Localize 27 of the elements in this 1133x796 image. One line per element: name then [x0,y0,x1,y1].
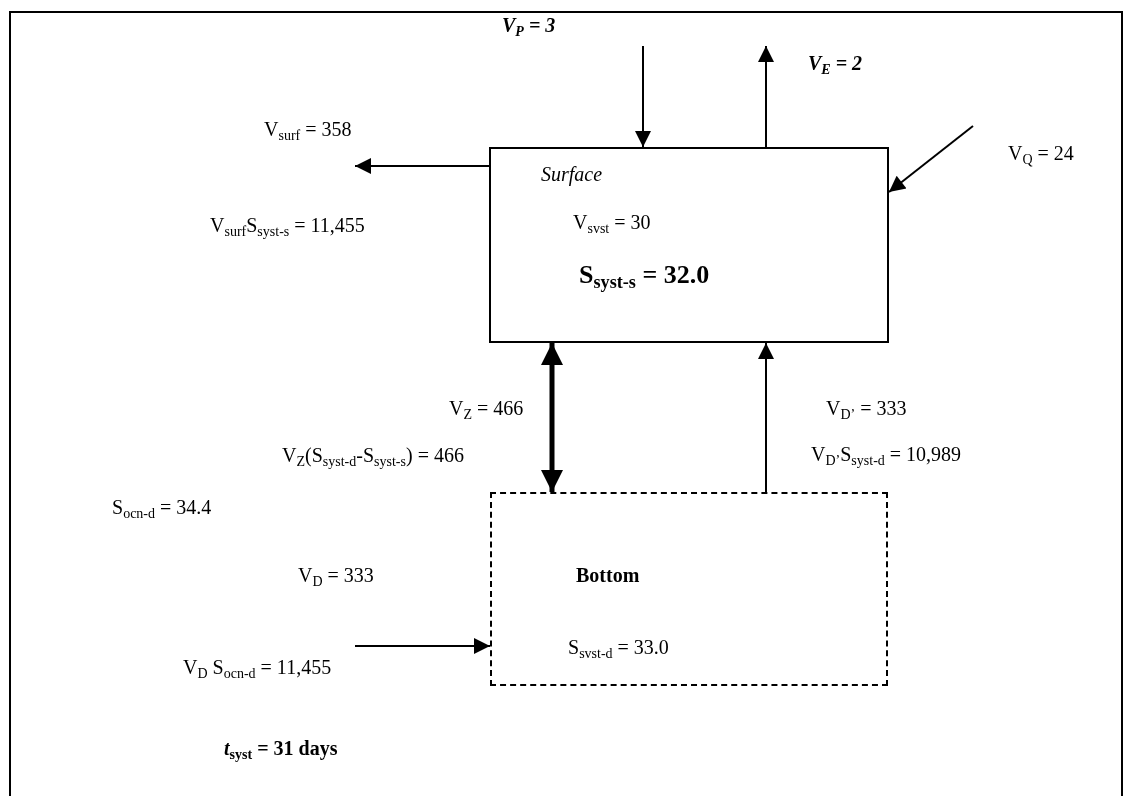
edge-label: V$_{D’}$ = 333 [826,397,907,422]
edge-label: V$_{P}$ = 3 [502,14,556,39]
flux-label: V$_{D’}$S$_{syst-d}$ = 10,989 [811,443,962,468]
compartment-text: Surface [541,163,603,185]
compartment-text: Bottom [576,564,640,586]
compartment-box [490,492,888,686]
arrow [758,45,774,148]
compartment-text: S$_{syst-s}$ = 32.0 [579,261,710,292]
flux-label: V$_{Z}$(S$_{syst-d}$-S$_{syst-s}$) = 466 [282,444,464,469]
compartment-text: V$_{svst}$ = 30 [573,211,651,236]
edge-label: V$_{surf}$ = 358 [264,118,352,143]
arrow [758,342,774,493]
arrow [888,125,974,193]
flux-label: V$_{surf}$S$_{syst-s}$ = 11,455 [210,214,365,239]
compartment-box [489,147,889,343]
compartment-text: S$_{svst-d}$ = 33.0 [568,636,669,661]
arrow [635,45,651,148]
arrow [354,158,490,174]
flux-label: V$_{D}$ S$_{ocn-d}$ = 11,455 [183,656,332,681]
flux-label: t$_{syst}$ = 31 days [224,737,338,762]
edge-label: V$_{E}$ = 2 [808,52,863,77]
arrow [541,343,563,492]
edge-label: V$_{Q}$ = 24 [1008,142,1074,167]
edge-label: V$_{Z}$ = 466 [449,397,524,422]
flux-label: S$_{ocn-d}$ = 34.4 [112,496,212,521]
arrow [354,638,491,654]
edge-label: V$_{D}$ = 333 [298,564,374,589]
